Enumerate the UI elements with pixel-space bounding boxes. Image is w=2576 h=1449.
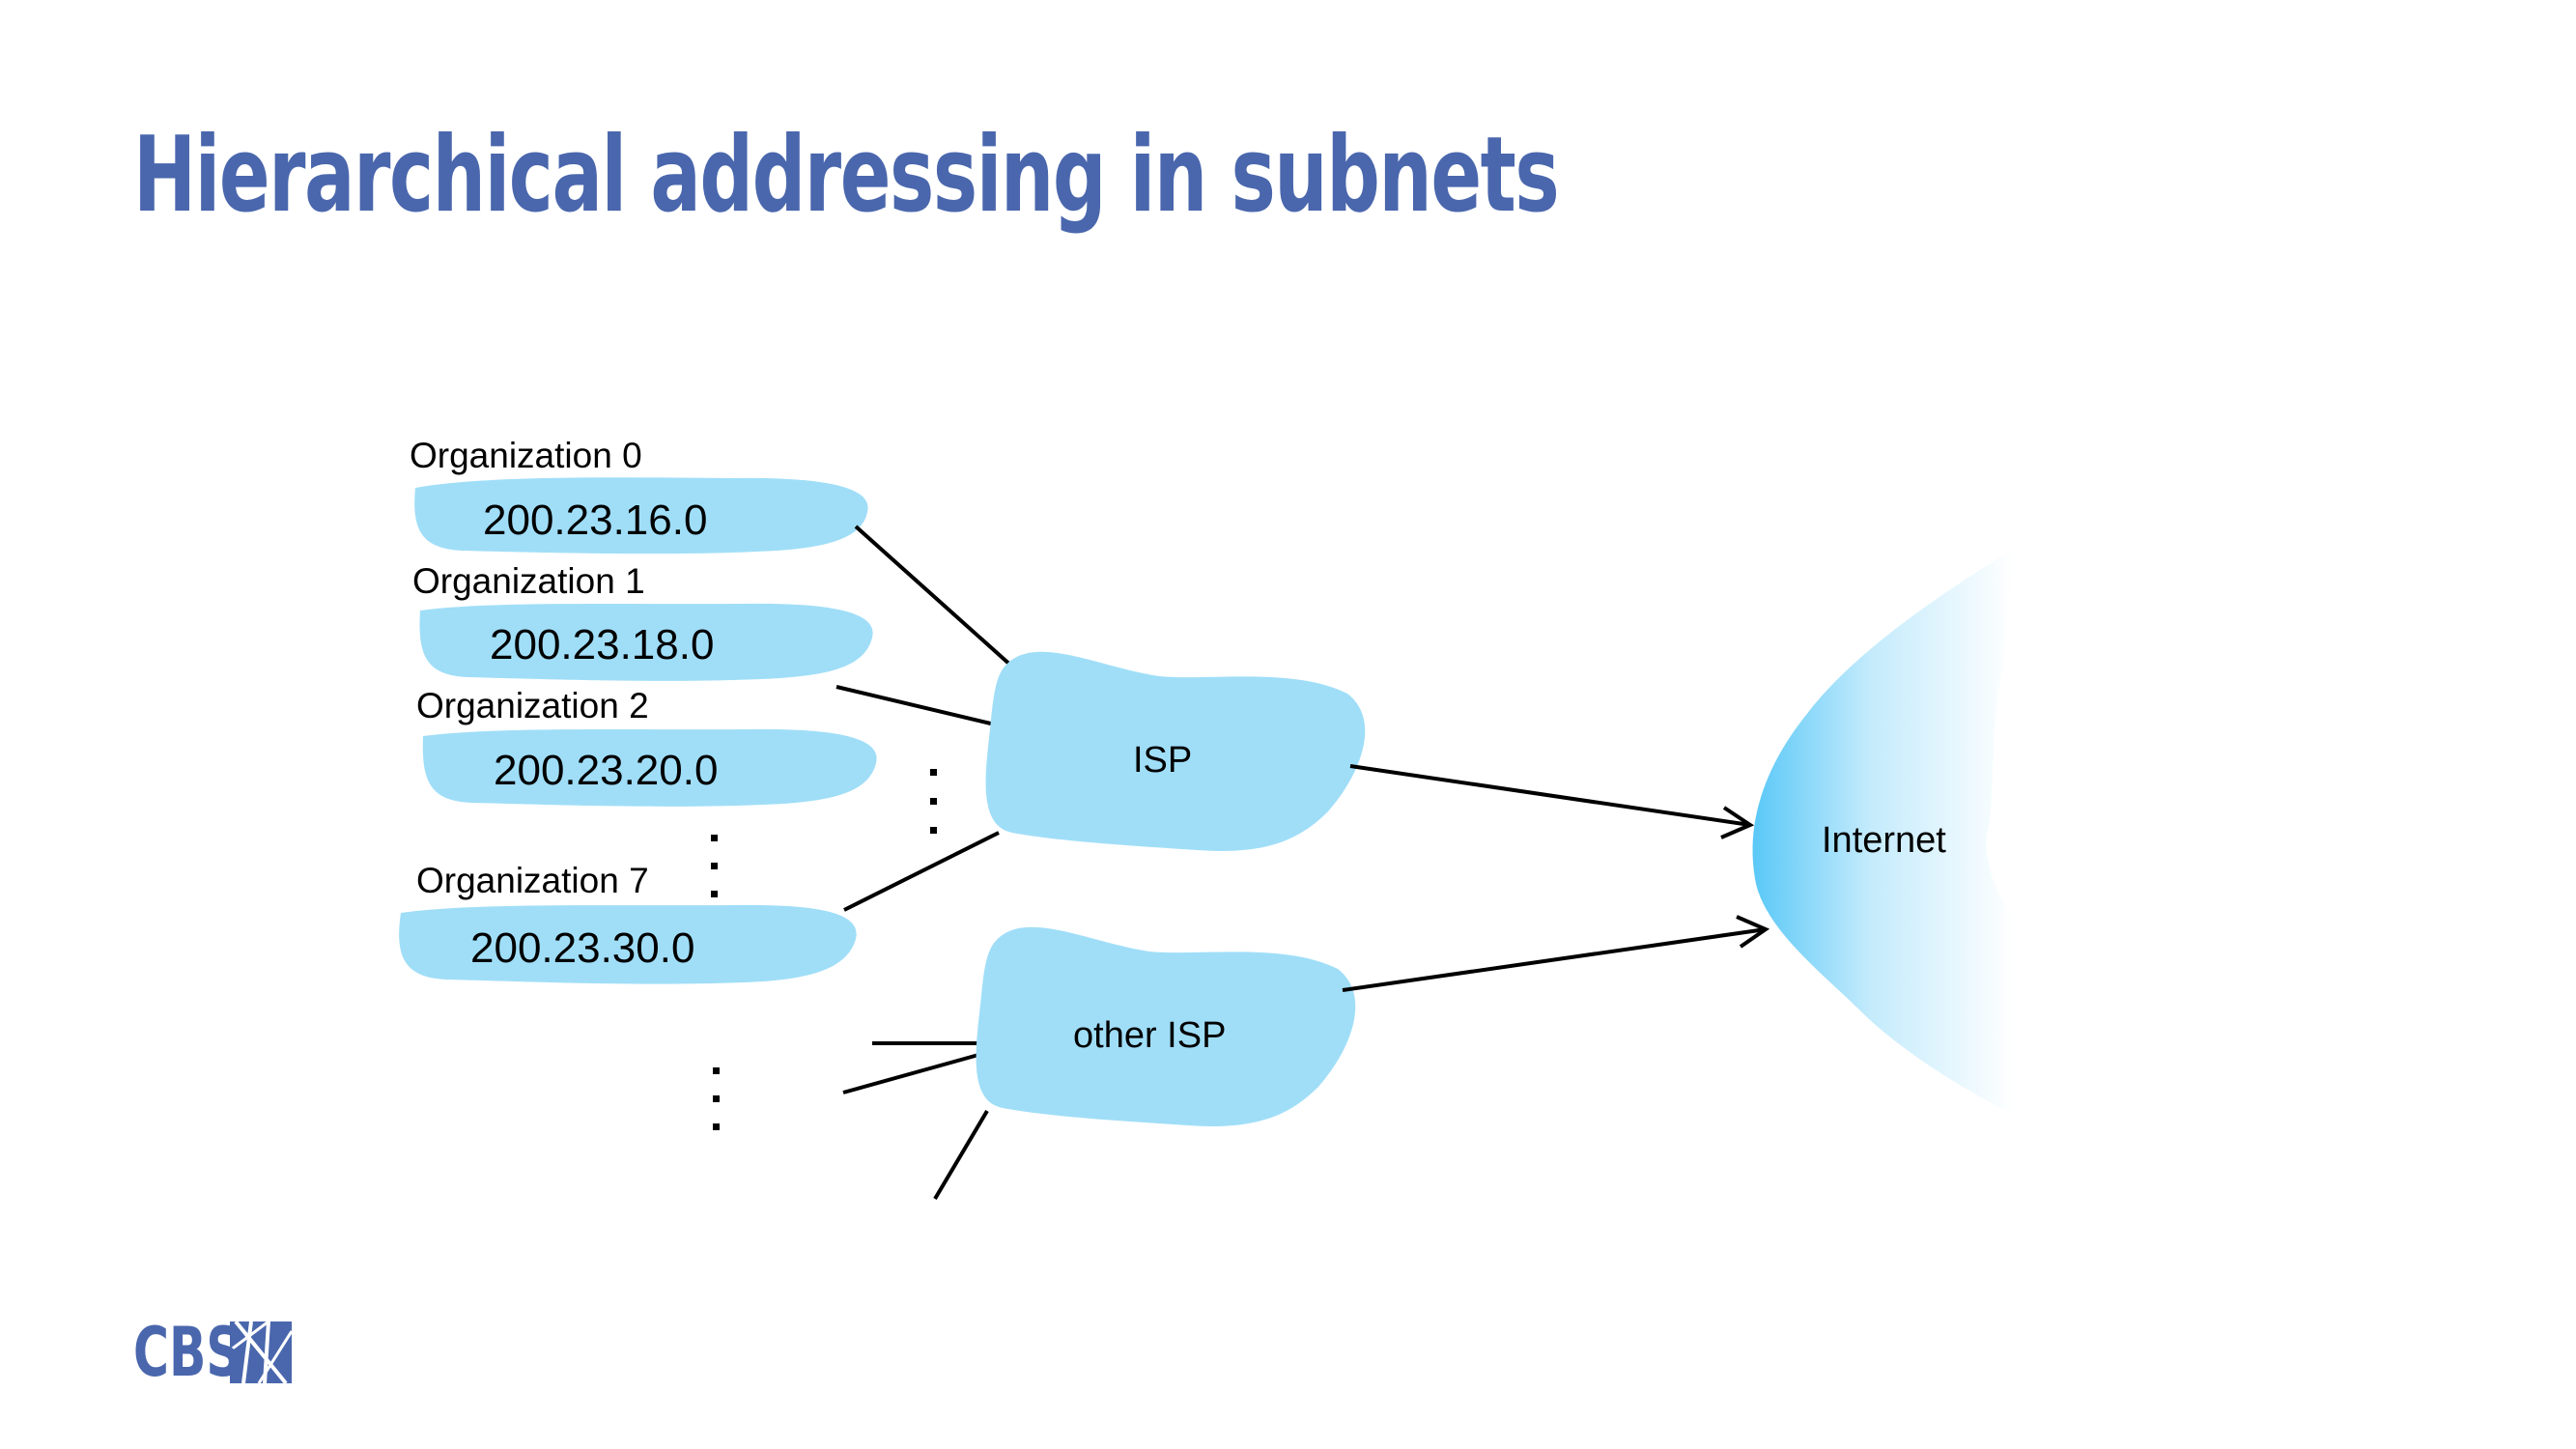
link-org0-isp [854,525,1014,668]
subnet-blob-0 [414,477,868,554]
subnet-blob-2 [422,728,877,807]
internet-label: Internet [1822,820,1946,861]
subnet-text-0: 200.23.16.0 [483,497,707,544]
cbs-logo: CBS [133,1313,292,1392]
cbs-emblem-icon [230,1321,292,1383]
cbs-logo-text: CBS [133,1313,241,1392]
link-org7-isp [843,831,1000,912]
isp-label: ISP [1133,740,1192,781]
link-org1-isp [835,685,996,726]
org-7-label: Organization 7 [416,861,649,900]
subnet-blob-7 [399,904,857,984]
org-ellipsis-dots [711,835,718,897]
arrow-isp-internet [1349,764,1755,839]
link-other-isp-3 [933,1109,989,1201]
other-isp-label: other ISP [1073,1015,1226,1056]
other-isp-ellipsis-dots [713,1067,720,1130]
subnet-text-7: 200.23.30.0 [470,924,694,972]
org-1-label: Organization 1 [412,561,645,601]
subnet-text-2: 200.23.20.0 [494,747,718,794]
subnet-text-1: 200.23.18.0 [490,621,714,668]
org-2-label: Organization 2 [416,686,649,725]
link-other-isp-2 [842,1053,979,1094]
isp-ellipsis-dots [930,769,937,834]
internet-shape [1752,549,2014,1116]
slide-title: Hierarchical addressing in subnets [133,115,1560,236]
org-0-label: Organization 0 [410,436,642,475]
arrow-other-isp-internet [1342,915,1770,992]
other-isp-cloud [976,926,1356,1126]
subnet-blob-1 [419,603,873,681]
isp-cloud [985,651,1366,851]
